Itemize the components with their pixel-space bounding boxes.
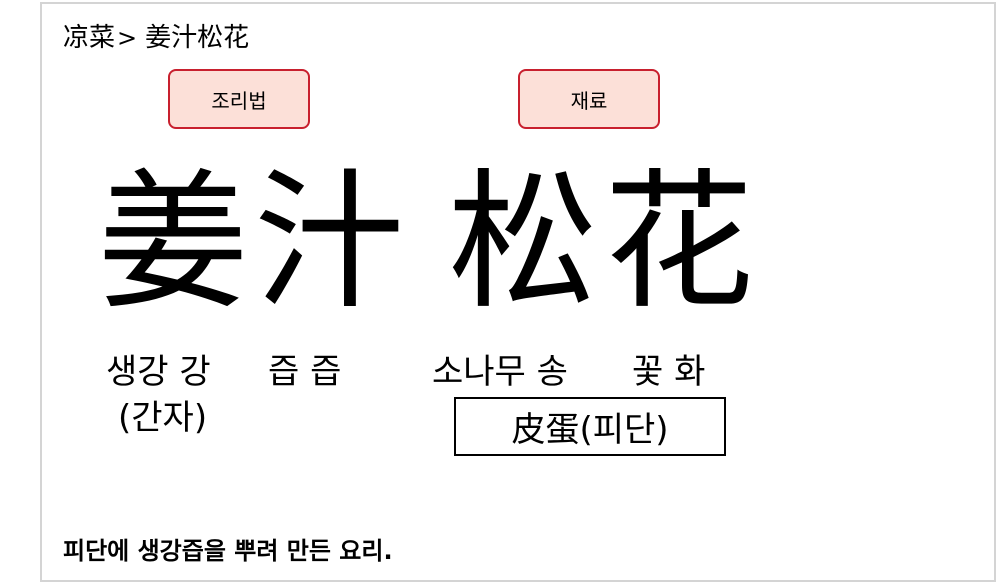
reading-ginger-note: (간자) xyxy=(118,398,208,438)
reading-ginger: 생강 강 xyxy=(106,352,211,392)
hanja-pine-flower: 松花 xyxy=(448,156,761,330)
pidan-box: 皮蛋(피단) xyxy=(454,397,726,456)
recipe-button[interactable]: 조리법 xyxy=(168,69,310,129)
breadcrumb-separator: > xyxy=(117,24,138,52)
breadcrumb: 凉菜>姜汁松花 xyxy=(63,22,249,54)
breadcrumb-category[interactable]: 凉菜 xyxy=(63,23,116,53)
pidan-hanja: 皮蛋 xyxy=(511,410,580,450)
dish-description: 피단에 생강즙을 뿌려 만든 요리. xyxy=(63,537,393,565)
reading-pine: 소나무 송 xyxy=(432,352,568,392)
breadcrumb-dish: 姜汁松花 xyxy=(145,23,250,53)
reading-juice: 즙 즙 xyxy=(268,352,342,392)
pidan-korean: (피단) xyxy=(579,410,669,450)
hanja-ginger-juice: 姜汁 xyxy=(98,156,411,330)
reading-flower: 꽃 화 xyxy=(632,352,706,392)
ingredients-button[interactable]: 재료 xyxy=(518,69,660,129)
